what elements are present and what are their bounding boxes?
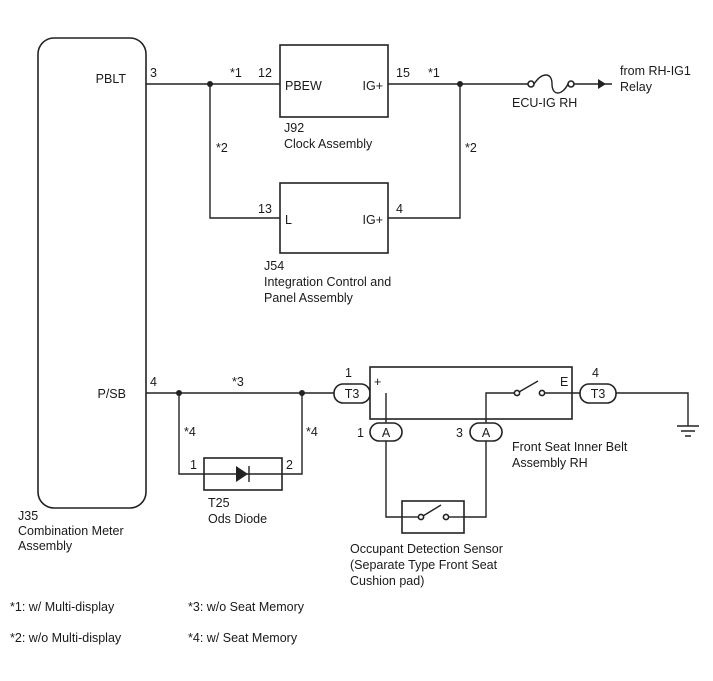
source-line1: from RH-IG1 bbox=[620, 64, 691, 78]
ground-icon bbox=[677, 425, 699, 437]
wire-mark-1-left: *1 bbox=[230, 66, 242, 80]
legend-note-1: *1: w/ Multi-display bbox=[10, 600, 115, 614]
sensor-contact-a bbox=[417, 513, 425, 521]
connector-a2-label: A bbox=[482, 426, 491, 440]
belt-switch-contact-b bbox=[538, 389, 546, 397]
belt-pin-e: E bbox=[560, 375, 568, 389]
belt-wire-switch bbox=[485, 392, 514, 424]
integration-name-line1: Integration Control and bbox=[264, 275, 391, 289]
wire-mark-2-right: *2 bbox=[465, 141, 477, 155]
connector-a1-pin: 1 bbox=[357, 426, 364, 440]
connector-t3-out-pin: 4 bbox=[592, 366, 599, 380]
wire-mark-4-left: *4 bbox=[184, 425, 196, 439]
meter-pin-pblt-no: 3 bbox=[150, 66, 157, 80]
clock-pin-left-no: 12 bbox=[258, 66, 272, 80]
wire-to-diode-left bbox=[178, 393, 204, 475]
wire-mark-3: *3 bbox=[232, 375, 244, 389]
connector-t3-in-pin: 1 bbox=[345, 366, 352, 380]
belt-name-line1: Front Seat Inner Belt bbox=[512, 440, 628, 454]
legend-note-3: *3: w/o Seat Memory bbox=[188, 600, 305, 614]
diode-name: Ods Diode bbox=[208, 512, 267, 526]
integration-pin-right-name: IG+ bbox=[363, 213, 384, 227]
wire-mark-1-right: *1 bbox=[428, 66, 440, 80]
clock-pin-right-no: 15 bbox=[396, 66, 410, 80]
meter-name-line2: Assembly bbox=[18, 539, 73, 553]
connector-a2-pin: 3 bbox=[456, 426, 463, 440]
fuse-terminal-right bbox=[567, 80, 575, 88]
wire-mark-2-left: *2 bbox=[216, 141, 228, 155]
wire-to-diode-right bbox=[282, 393, 303, 475]
fuse-terminal-left bbox=[527, 80, 535, 88]
sensor-line3: Cushion pad) bbox=[350, 574, 424, 588]
source-arrow bbox=[598, 79, 606, 89]
clock-code: J92 bbox=[284, 121, 304, 135]
meter-pin-psb-no: 4 bbox=[150, 375, 157, 389]
clock-pin-left-name: PBEW bbox=[285, 79, 322, 93]
sensor-line1: Occupant Detection Sensor bbox=[350, 542, 503, 556]
wire-pblt-to-integration bbox=[209, 84, 280, 219]
wire-ig-to-integration bbox=[388, 84, 461, 219]
combination-meter-body bbox=[37, 37, 147, 509]
meter-pin-psb-name: P/SB bbox=[98, 387, 127, 401]
belt-name-line2: Assembly RH bbox=[512, 456, 588, 470]
legend-note-4: *4: w/ Seat Memory bbox=[188, 631, 298, 645]
belt-switch-contact-a bbox=[513, 389, 521, 397]
connector-t3-in-label: T3 bbox=[345, 387, 360, 401]
belt-pin-plus: + bbox=[374, 375, 381, 389]
belt-assembly-box bbox=[369, 366, 573, 420]
integration-name-line2: Panel Assembly bbox=[264, 291, 354, 305]
integration-code: J54 bbox=[264, 259, 284, 273]
diode-pin1: 1 bbox=[190, 458, 197, 472]
sensor-wire-right bbox=[464, 441, 487, 518]
legend-note-2: *2: w/o Multi-display bbox=[10, 631, 122, 645]
fuse-element bbox=[533, 74, 569, 94]
diode-symbol bbox=[236, 466, 248, 482]
sensor-wire-left bbox=[385, 441, 402, 518]
sensor-contact-b bbox=[442, 513, 450, 521]
meter-code: J35 bbox=[18, 509, 38, 523]
integration-pin-left-name: L bbox=[285, 213, 292, 227]
clock-name: Clock Assembly bbox=[284, 137, 373, 151]
connector-t3-out-label: T3 bbox=[591, 387, 606, 401]
source-line2: Relay bbox=[620, 80, 653, 94]
clock-assembly-box bbox=[279, 44, 389, 118]
sensor-switch-blade bbox=[422, 504, 442, 517]
fuse-label: ECU-IG RH bbox=[512, 96, 577, 110]
connector-a1-label: A bbox=[382, 426, 391, 440]
clock-pin-right-name: IG+ bbox=[363, 79, 384, 93]
sensor-line2: (Separate Type Front Seat bbox=[350, 558, 498, 572]
diode-code: T25 bbox=[208, 496, 230, 510]
belt-switch-blade bbox=[518, 380, 539, 393]
integration-pin-right-no: 4 bbox=[396, 202, 403, 216]
diode-pin2: 2 bbox=[286, 458, 293, 472]
integration-pin-left-no: 13 bbox=[258, 202, 272, 216]
wire-to-ground bbox=[616, 392, 689, 426]
meter-name-line1: Combination Meter bbox=[18, 524, 124, 538]
meter-pin-pblt-name: PBLT bbox=[96, 72, 127, 86]
integration-control-box bbox=[279, 182, 389, 254]
wire-mark-4-right: *4 bbox=[306, 425, 318, 439]
